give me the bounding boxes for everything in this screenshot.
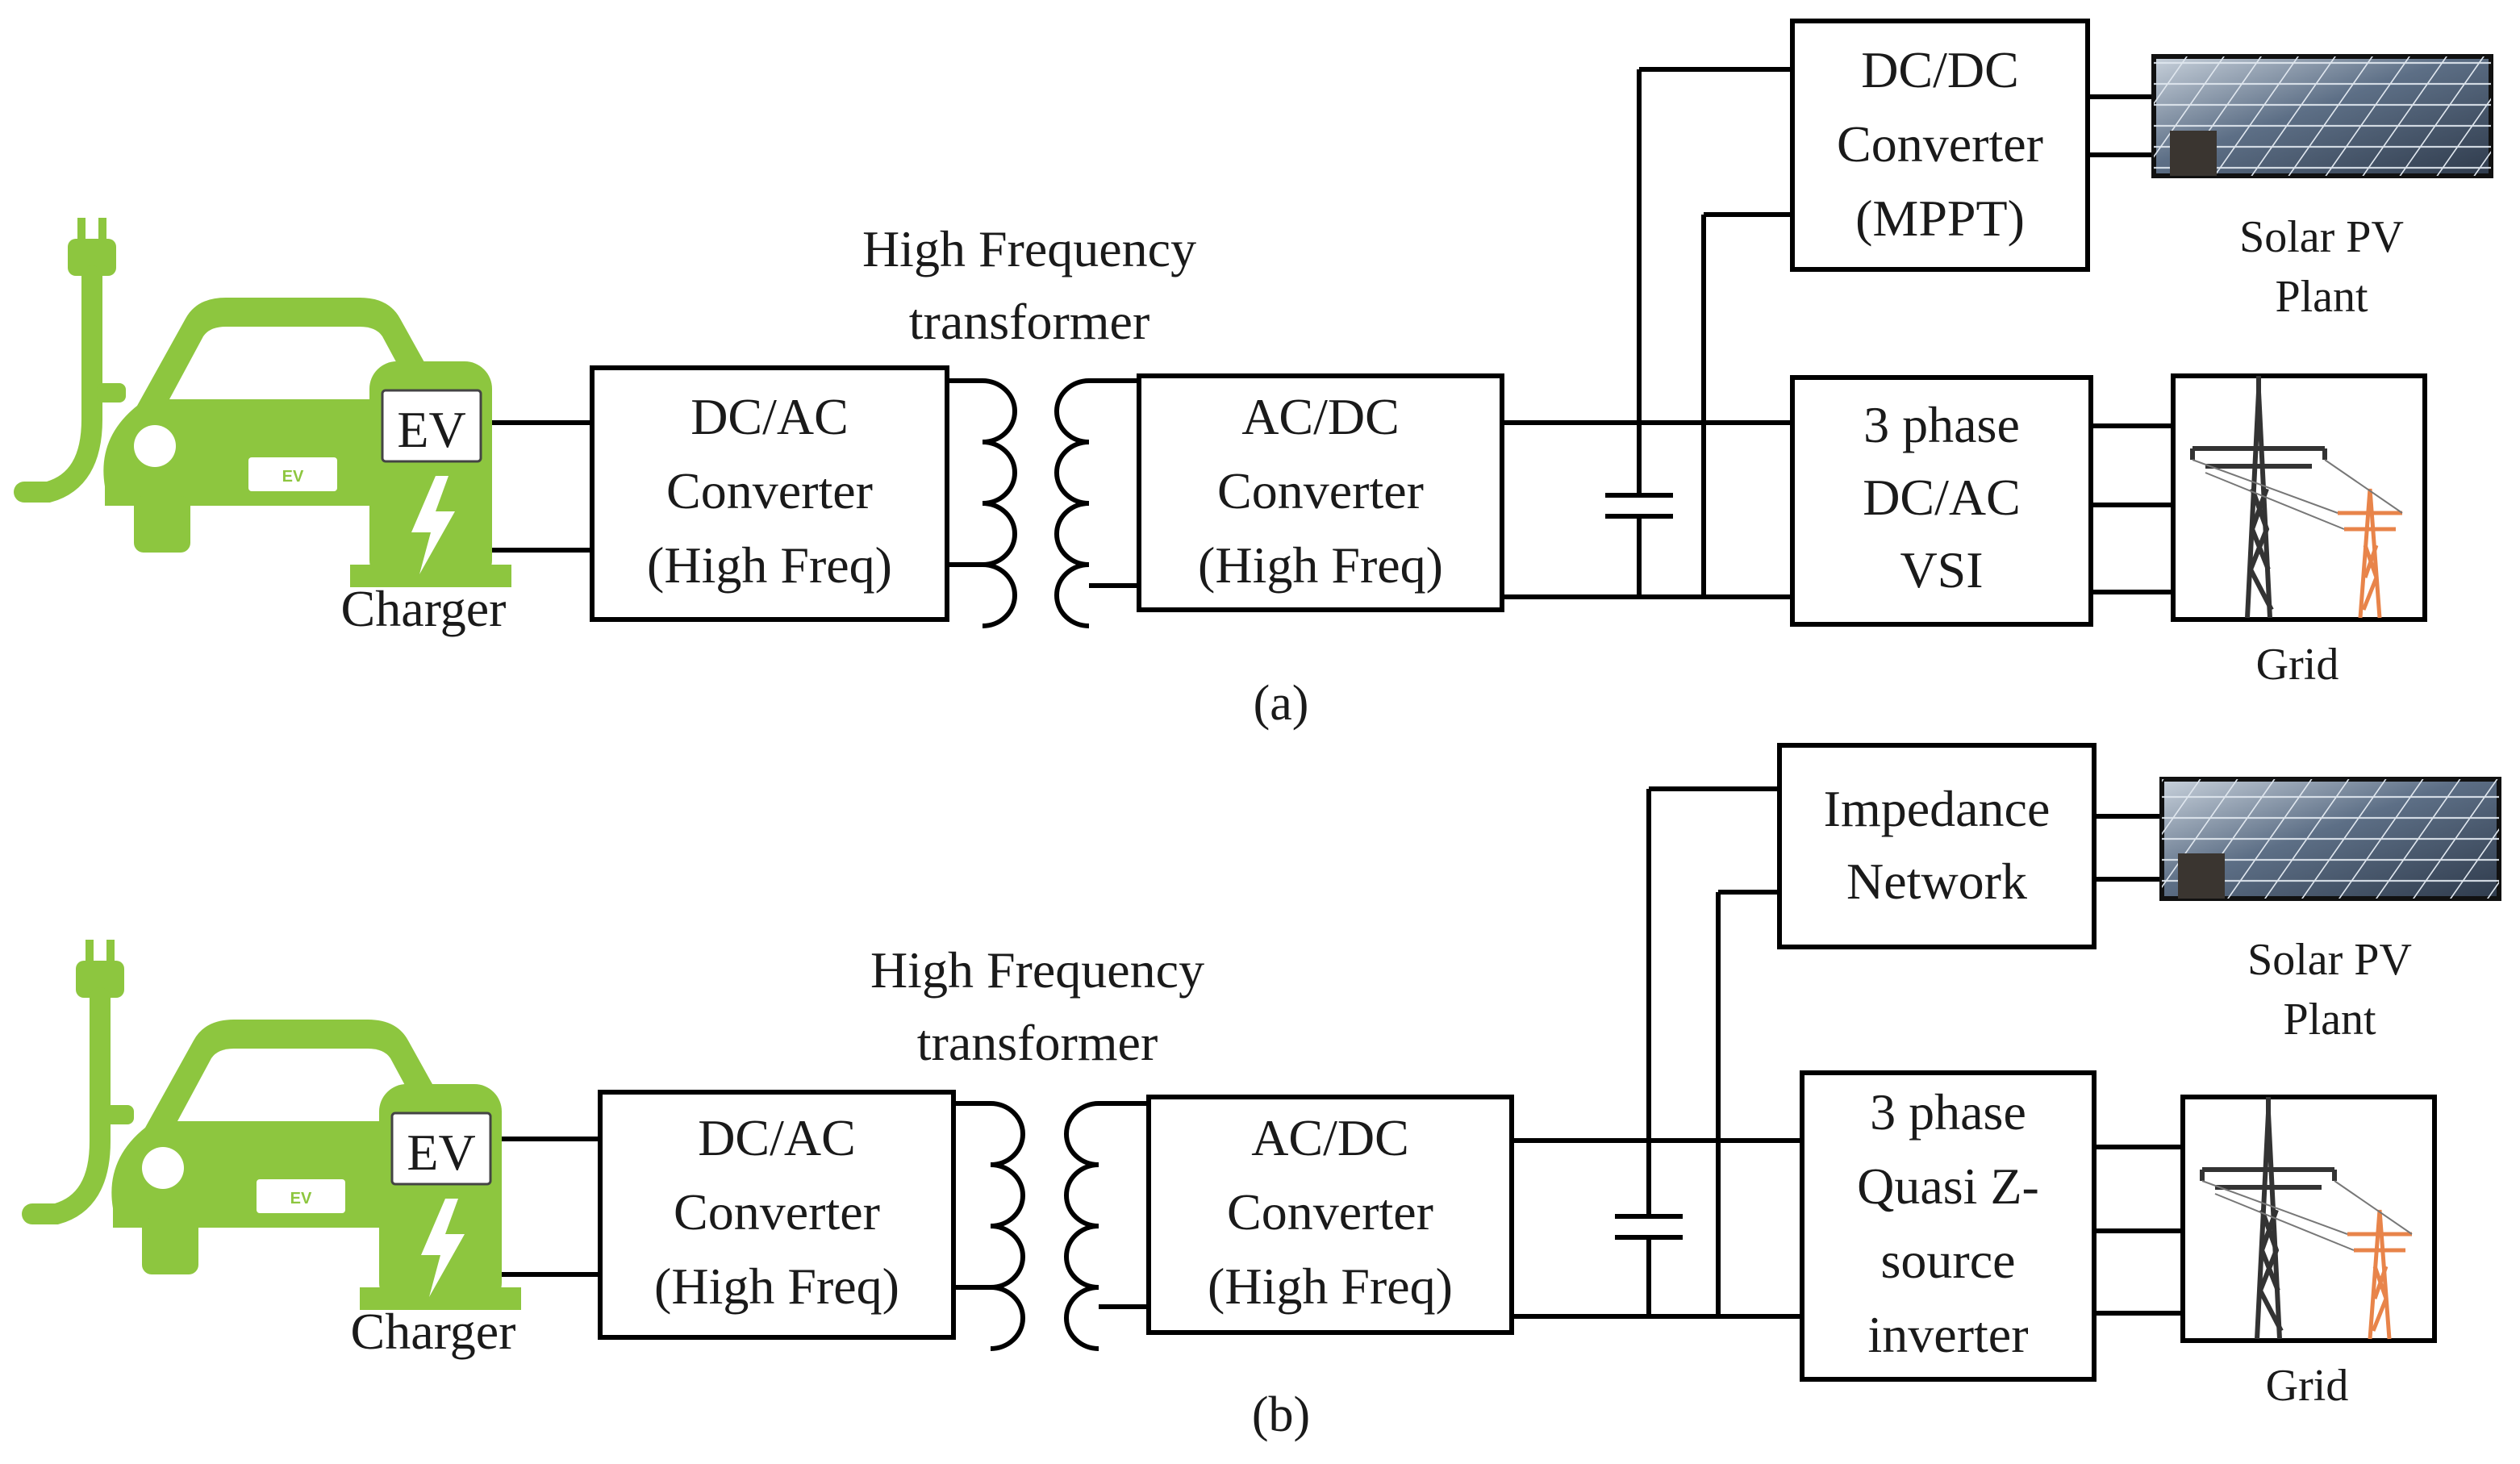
pv-label-line-1: Solar PV [2247,935,2412,985]
dcac-line-1: DC/AC [690,388,849,445]
ev-display-label: EV [407,1124,475,1181]
plug-icon [14,218,116,503]
acdc-line-2: Converter [1217,462,1424,519]
bottom-block-line-2: Quasi Z- [1857,1157,2039,1215]
bolt-icon [421,1199,465,1297]
car-plate-label: EV [290,1190,312,1207]
panel-a: EV EV Charger DC/AC Converter (High Freq… [14,19,2493,731]
panel-b: EV EV Charger DC/AC Converter (High Freq… [22,743,2501,1442]
top-block-line-1: DC/DC [1861,41,2019,98]
dc-link-bus [1512,786,1800,1319]
transformer-label-line-2: transformer [909,293,1150,350]
grid-box [2171,373,2427,622]
bottom-block-line-2: DC/AC [1863,469,2021,526]
acdc-line-3: (High Freq) [1198,536,1443,594]
charger-station-icon: EV [350,361,511,587]
bottom-block-line-3: source [1880,1232,2015,1289]
top-block-line-1: Impedance [1824,780,2051,837]
car-plate-label: EV [282,468,304,486]
bottom-block-line-4: inverter [1868,1306,2029,1363]
panel-b-caption: (b) [1252,1387,1310,1442]
transmission-tower-icon [2190,376,2403,619]
pv-label-line-2: Plant [2275,272,2368,322]
dcac-converter-block [598,1090,956,1340]
dcdc-mppt-block [1790,19,2090,272]
ev-car-icon: EV [14,218,489,553]
acdc-line-1: AC/DC [1241,388,1400,445]
dcac-converter-block [590,365,949,622]
top-block-line-2: Network [1846,853,2027,910]
acdc-line-1: AC/DC [1251,1109,1409,1166]
bottom-block-line-1: 3 phase [1863,396,2020,453]
solar-pv-panel-image [2151,54,2493,178]
car-body-icon: EV [97,298,489,553]
charger-label: Charger [351,1303,516,1360]
dcac-line-2: Converter [674,1183,880,1241]
quasi-z-source-inverter-block [1800,1070,2097,1382]
dc-link-bus [1502,67,1792,599]
transformer-label-line-1: High Frequency [870,941,1204,999]
ev-display-label: EV [397,401,465,458]
plug-icon [22,940,124,1224]
solar-pv-panel-image [2159,777,2501,901]
ev-car-icon: EV [22,940,497,1274]
pv-label-line-1: Solar PV [2239,212,2404,262]
grid-label: Grid [2266,1361,2349,1411]
charger-station-icon: EV [360,1084,521,1310]
car-body-icon: EV [105,1020,497,1274]
transformer-label-line-2: transformer [917,1014,1158,1071]
transformer-icon [953,1101,1149,1351]
acdc-line-2: Converter [1227,1183,1433,1241]
top-block-line-3: (MPPT) [1855,190,2025,247]
dcac-line-3: (High Freq) [647,536,892,594]
bottom-block-line-1: 3 phase [1870,1083,2026,1141]
panel-a-caption: (a) [1254,676,1309,731]
dcac-line-2: Converter [666,462,873,519]
transformer-label-line-1: High Frequency [862,220,1196,277]
bottom-block-line-3: VSI [1900,541,1983,599]
dcac-line-3: (High Freq) [654,1258,899,1315]
transmission-tower-icon [2200,1097,2413,1340]
acdc-converter-block [1137,373,1504,612]
charger-label: Charger [341,580,507,637]
three-phase-vsi-block [1790,375,2093,627]
transformer-icon [947,378,1139,628]
impedance-network-block [1777,743,2097,949]
acdc-converter-block [1146,1095,1514,1335]
grid-box [2180,1095,2437,1343]
pv-label-line-2: Plant [2283,995,2376,1045]
top-block-line-2: Converter [1837,115,2043,173]
grid-label: Grid [2256,640,2339,690]
bolt-icon [411,476,455,574]
acdc-line-3: (High Freq) [1208,1258,1453,1315]
dcac-line-1: DC/AC [698,1109,856,1166]
